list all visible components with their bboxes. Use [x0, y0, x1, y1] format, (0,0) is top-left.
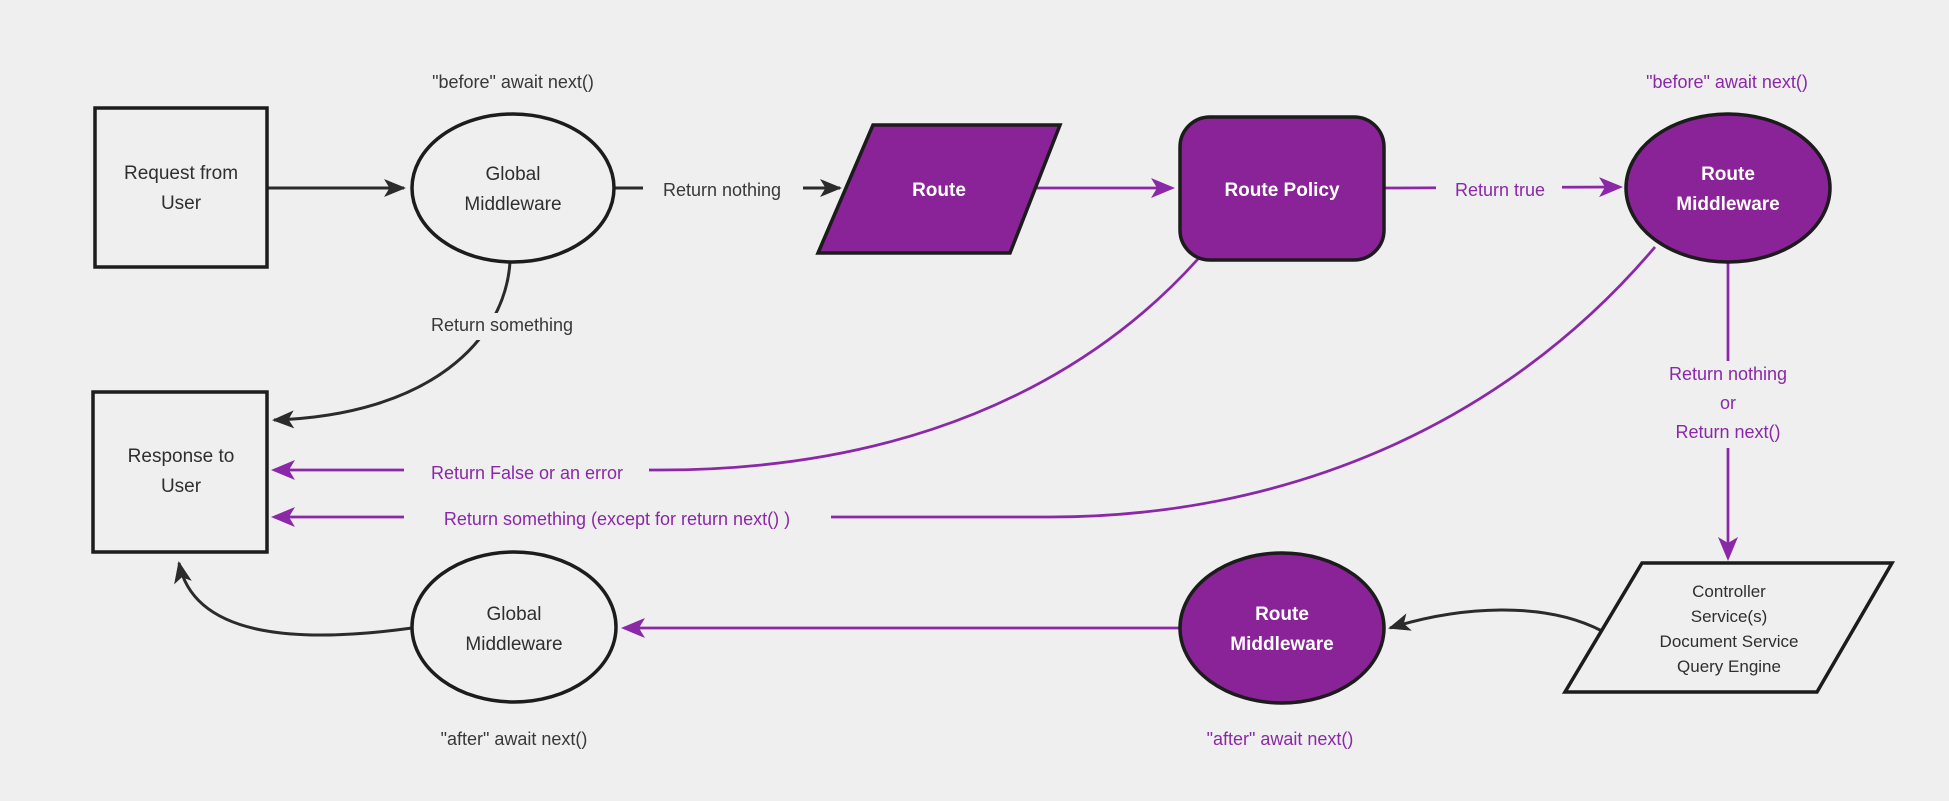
controller-line4: Query Engine — [1677, 657, 1781, 676]
node-global-middleware-bottom: Global Middleware — [410, 550, 618, 704]
label-return-false-halo — [404, 461, 649, 488]
node-route-policy: Route Policy — [1178, 115, 1386, 262]
node-response-to-user: Response to User — [91, 390, 269, 554]
label-return-true-halo — [1436, 174, 1562, 202]
edge-route-middleware-to-response — [271, 246, 1657, 527]
response-label-line1: Response to — [128, 446, 235, 467]
node-route-middleware-bottom: Route Middleware — [1178, 551, 1386, 705]
request-label-line1: Request from — [124, 163, 238, 184]
label-return-something-halo — [406, 313, 598, 340]
label-before-route: "before" await next() — [1646, 72, 1808, 92]
response-label-line2: User — [161, 476, 202, 497]
global-middleware-bottom-line1: Global — [487, 604, 542, 625]
route-parallelogram — [815, 123, 1063, 255]
global-middleware-bottom-ellipse — [410, 550, 618, 704]
global-middleware-top-line1: Global — [486, 164, 541, 185]
label-return-something: Return something — [431, 315, 573, 335]
global-middleware-bottom-line2: Middleware — [465, 634, 562, 655]
route-policy-box — [1178, 115, 1386, 262]
node-route-middleware-top: Route Middleware — [1624, 112, 1832, 264]
label-before-global: "before" await next() — [432, 72, 594, 92]
edge-controller-to-route-middleware-bottom — [1388, 608, 1603, 633]
route-middleware-bottom-line1: Route — [1255, 604, 1309, 625]
edge-global-middleware-to-response — [272, 261, 512, 429]
response-box — [91, 390, 269, 554]
label-return-nothing-halo — [643, 176, 803, 203]
node-controller-services: Controller Service(s) Document Service Q… — [1561, 561, 1896, 694]
route-middleware-top-ellipse — [1624, 112, 1832, 264]
controller-line1: Controller — [1692, 582, 1766, 601]
edge-global-middleware-bottom-to-response — [174, 561, 413, 637]
route-middleware-top-line2: Middleware — [1676, 194, 1779, 215]
route-middleware-top-line1: Route — [1701, 164, 1755, 185]
controller-line2: Service(s) — [1691, 607, 1768, 626]
route-label: Route — [912, 180, 966, 201]
request-label-line2: User — [161, 193, 202, 214]
label-return-something-except: Return something (except for return next… — [444, 509, 790, 529]
route-middleware-bottom-ellipse — [1178, 551, 1386, 705]
label-return-something-except-halo — [404, 507, 831, 534]
nodes: Request from User Global Middleware Rout… — [91, 106, 1896, 705]
label-return-nothing: Return nothing — [663, 180, 781, 200]
edge-route-policy-to-response — [271, 258, 1200, 480]
label-after-route: "after" await next() — [1207, 729, 1354, 749]
label-return-true: Return true — [1455, 180, 1545, 200]
node-route: Route — [815, 123, 1063, 255]
label-return-nothing-or-next-line2: or — [1720, 393, 1736, 413]
node-request-from-user: Request from User — [93, 106, 269, 269]
label-return-false: Return False or an error — [431, 463, 623, 483]
label-return-nothing-or-next-halo — [1640, 361, 1816, 448]
route-policy-label: Route Policy — [1224, 180, 1340, 201]
node-global-middleware-top: Global Middleware — [410, 112, 616, 264]
controller-line3: Document Service — [1660, 632, 1799, 651]
label-return-nothing-or-next-line1: Return nothing — [1669, 364, 1787, 384]
label-return-nothing-or-next-line3: Return next() — [1675, 422, 1780, 442]
route-middleware-bottom-line2: Middleware — [1230, 634, 1333, 655]
edge-labels: "before" await next() Return nothing Ret… — [404, 72, 1816, 749]
request-box — [93, 106, 269, 269]
global-middleware-top-line2: Middleware — [464, 194, 561, 215]
label-after-global: "after" await next() — [441, 729, 588, 749]
global-middleware-top-ellipse — [410, 112, 616, 264]
controller-parallelogram — [1561, 561, 1896, 694]
